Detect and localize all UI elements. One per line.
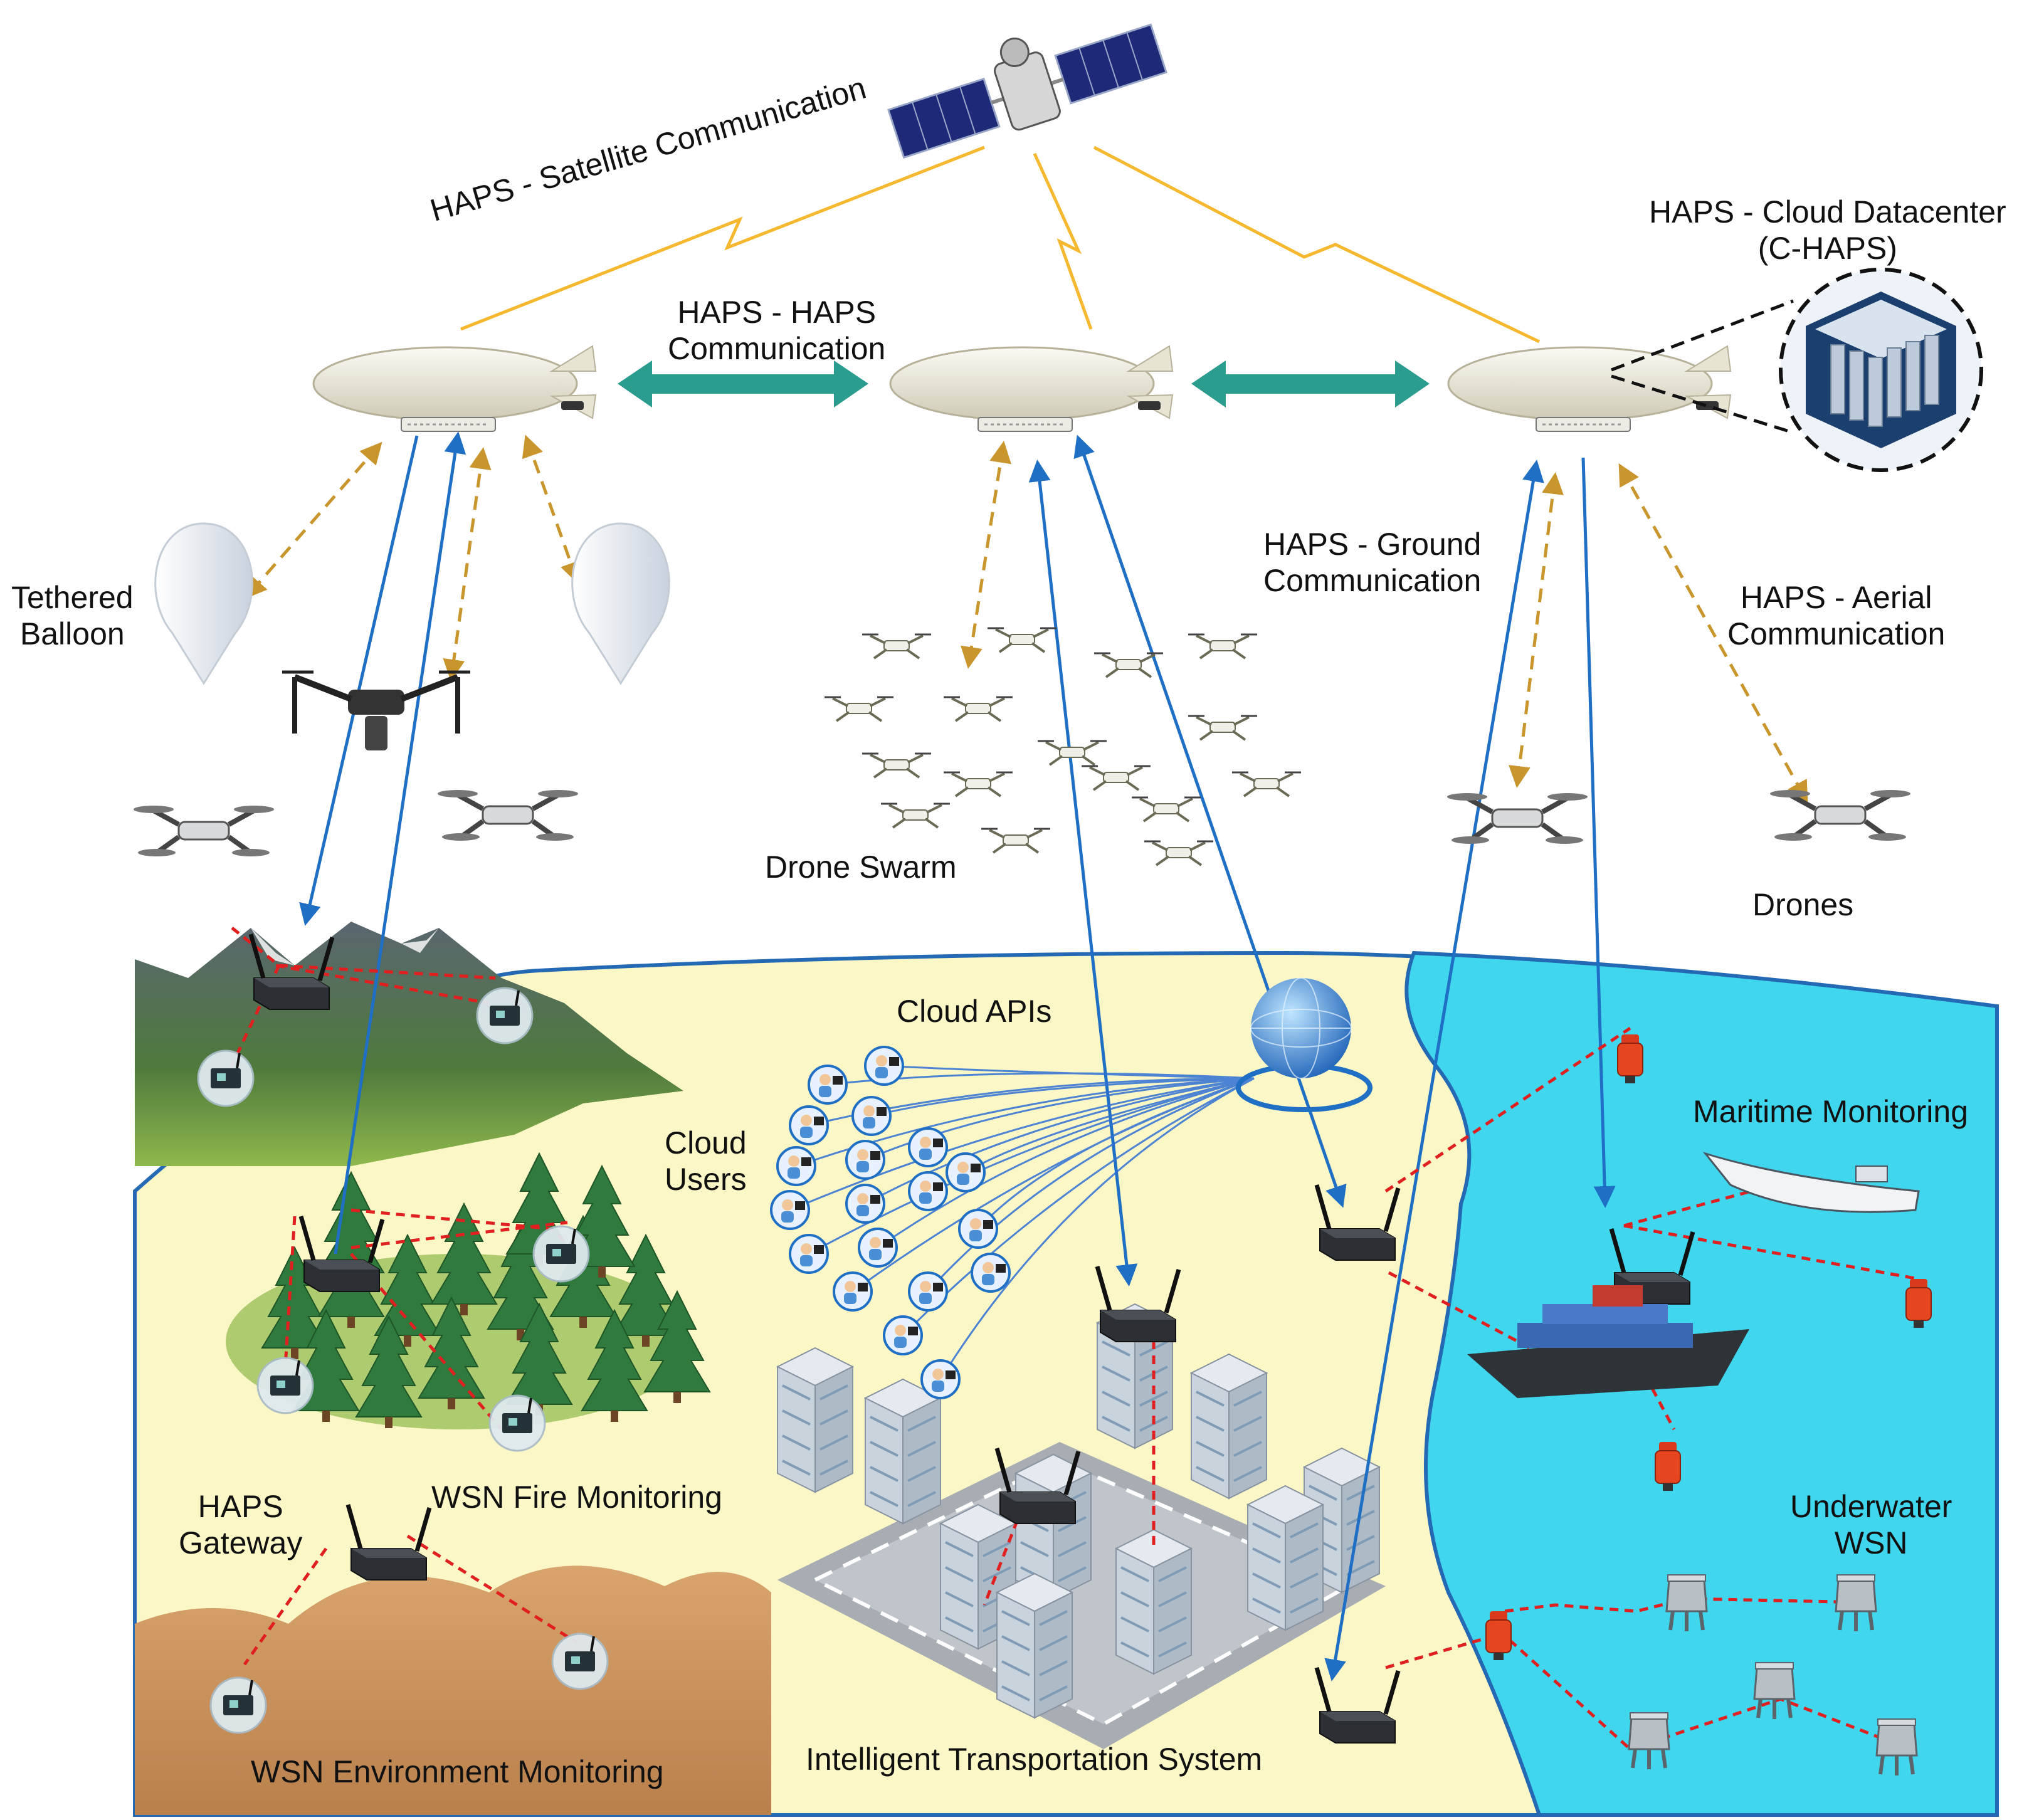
label-ground-comm: HAPS - Ground Communication	[1263, 527, 1481, 599]
label-aerial-comm: HAPS - Aerial Communication	[1727, 580, 1945, 652]
globe-icon	[1236, 977, 1373, 1112]
buoy-icon	[1655, 1441, 1681, 1491]
underwater-sensor-icon	[1629, 1713, 1669, 1769]
ship-icon	[1467, 1285, 1749, 1398]
label-underwater-line2: WSN	[1834, 1525, 1908, 1560]
buoy-icon	[1905, 1278, 1932, 1328]
datacenter-icon	[1611, 268, 1983, 472]
underwater-sensor-icon	[1754, 1663, 1794, 1719]
buoy-icon	[1617, 1034, 1643, 1084]
label-drone-swarm: Drone Swarm	[765, 850, 957, 885]
haps-haps-links	[618, 360, 1430, 408]
label-ground-comm-line1: HAPS - Ground	[1263, 527, 1482, 562]
airship-icon	[1447, 345, 1732, 433]
satellite-links	[460, 145, 1541, 344]
balloon-icon	[571, 522, 670, 685]
ship-icon	[1702, 1152, 1920, 1213]
label-cloud-users-line1: Cloud	[665, 1125, 747, 1160]
satellite-icon	[887, 23, 1167, 159]
haps-aerial-links	[245, 434, 1808, 804]
desert-dunes	[135, 1565, 771, 1815]
label-cloud-users-line2: Users	[665, 1161, 747, 1197]
sensor-node-icon	[476, 987, 534, 1044]
sensor-node-icon	[488, 1394, 546, 1452]
label-tethered-line2: Balloon	[19, 616, 125, 651]
label-cloud-datacenter-line1: HAPS - Cloud Datacenter	[1649, 194, 2006, 229]
sensor-node-icon	[551, 1633, 609, 1690]
airship-icon	[889, 345, 1174, 433]
label-haps-haps-line2: Communication	[668, 330, 886, 366]
label-aerial-comm-line1: HAPS - Aerial	[1740, 580, 1932, 615]
drone-icon	[134, 806, 274, 856]
forest	[226, 1153, 710, 1429]
label-maritime: Maritime Monitoring	[1693, 1094, 1969, 1129]
haps-ground-links	[299, 431, 1616, 1681]
label-tethered-line1: Tethered	[11, 580, 134, 615]
label-fire: WSN Fire Monitoring	[431, 1480, 722, 1515]
label-environment: WSN Environment Monitoring	[251, 1754, 664, 1789]
label-drones: Drones	[1752, 887, 1854, 922]
airship-icon	[312, 345, 597, 433]
underwater-sensor-icon	[1667, 1575, 1707, 1631]
label-underwater: Underwater WSN	[1790, 1489, 1952, 1561]
cloud-api-links	[789, 1065, 1255, 1380]
label-its: Intelligent Transportation System	[806, 1742, 1263, 1777]
label-ground-comm-line2: Communication	[1263, 562, 1482, 598]
drone-icon	[282, 670, 470, 750]
label-aerial-comm-line2: Communication	[1727, 616, 1946, 651]
label-underwater-line1: Underwater	[1790, 1489, 1952, 1524]
drone-icon	[1447, 793, 1588, 844]
label-gateway: HAPS Gateway	[179, 1489, 302, 1561]
sensor-node-icon	[532, 1225, 590, 1283]
sensor-node-icon	[256, 1357, 314, 1414]
balloon-icon	[154, 522, 253, 685]
drone-icon	[438, 790, 578, 841]
label-cloud-apis: Cloud APIs	[897, 994, 1052, 1029]
label-cloud-datacenter: HAPS - Cloud Datacenter (C-HAPS)	[1649, 194, 2006, 266]
city	[776, 1303, 1386, 1749]
underwater-sensor-icon	[1877, 1719, 1917, 1775]
underwater-sensor-icon	[1836, 1575, 1876, 1631]
label-cloud-users: Cloud Users	[665, 1125, 747, 1197]
label-gateway-line2: Gateway	[179, 1525, 303, 1560]
label-cloud-datacenter-line2: (C-HAPS)	[1757, 230, 1897, 266]
label-haps-haps-line1: HAPS - HAPS	[677, 295, 877, 330]
drone-swarm	[823, 627, 1302, 866]
sensor-node-icon	[209, 1676, 267, 1734]
buoy-icon	[1485, 1611, 1512, 1661]
drone-icon	[1770, 790, 1910, 841]
label-haps-haps: HAPS - HAPS Communication	[668, 295, 885, 367]
sensor-node-icon	[197, 1049, 255, 1107]
label-tethered-balloon: Tethered Balloon	[11, 580, 134, 652]
label-gateway-line1: HAPS	[198, 1489, 283, 1524]
